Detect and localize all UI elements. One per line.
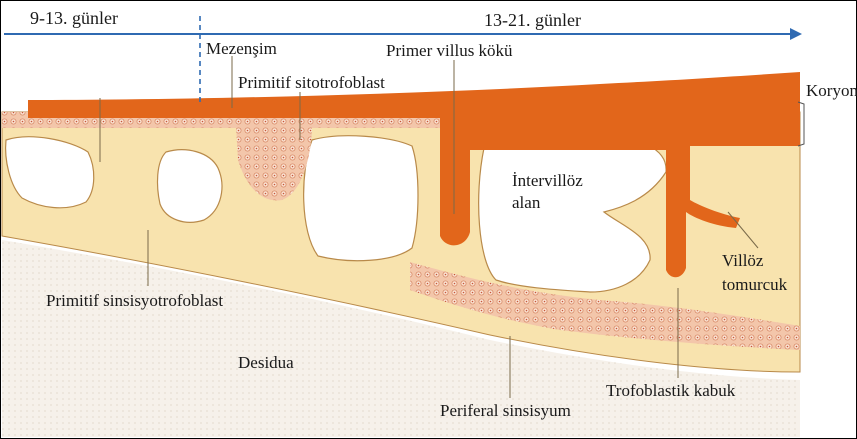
timeline-arrow-head <box>790 28 802 40</box>
lacuna-2 <box>158 150 222 223</box>
timeline-early-label: 9-13. günler <box>30 8 118 28</box>
lacuna-3 <box>304 136 418 261</box>
decidua-label: Desidua <box>238 353 294 372</box>
trophoblastic-shell-label: Trofoblastik kabuk <box>606 381 736 400</box>
villous-bud-label-line2: tomurcuk <box>722 275 788 294</box>
primary-villus-root-label: Primer villus kökü <box>386 41 513 60</box>
primitive-syncytiotrophoblast-label: Primitif sinsisyotrofoblast <box>46 291 223 310</box>
intervillous-space-label-line2: alan <box>512 193 541 212</box>
primitive-cytotrophoblast-label: Primitif sitotrofoblast <box>238 73 385 92</box>
mesenchyme-label: Mezenşim <box>206 39 277 58</box>
chorion-label: Koryon <box>806 81 857 100</box>
intervillous-space-label-line1: İntervillöz <box>512 171 583 190</box>
timeline-late-label: 13-21. günler <box>484 10 581 30</box>
peripheral-syncytium-label: Periferal sinsisyum <box>440 401 571 420</box>
villous-bud-label-line1: Villöz <box>722 251 764 270</box>
